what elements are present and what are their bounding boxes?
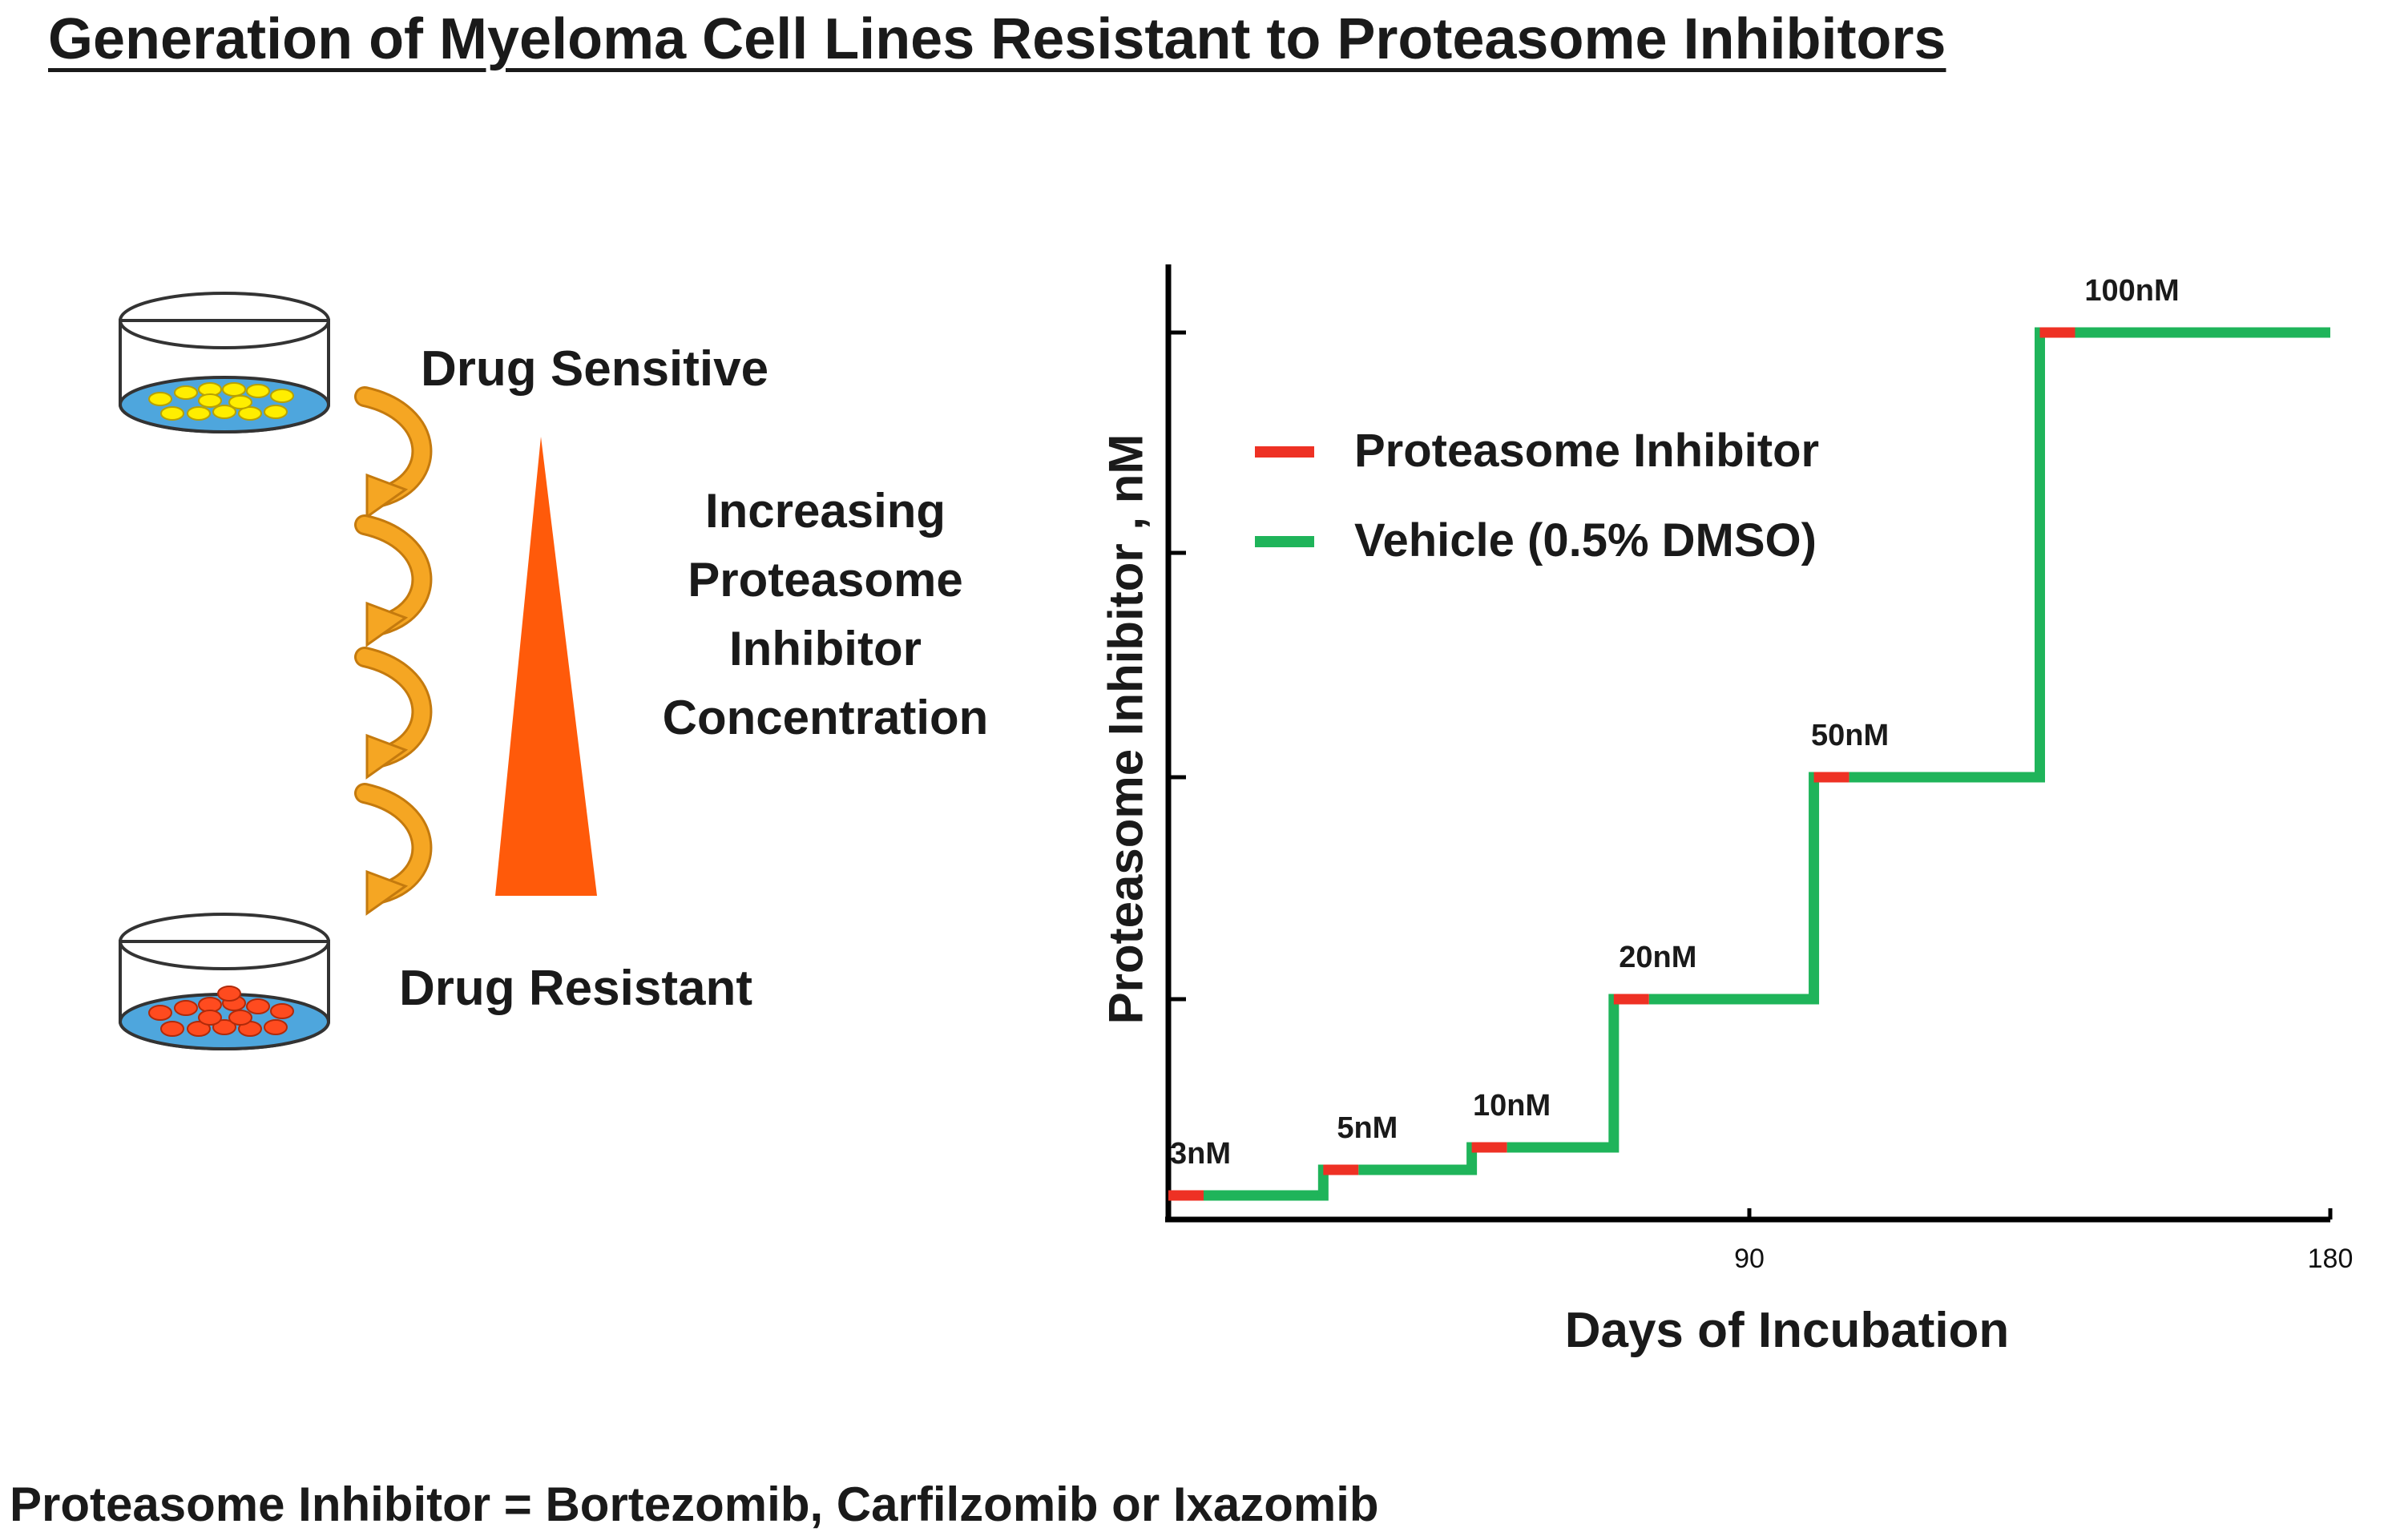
center-line-1: Increasing (704, 484, 946, 538)
x-tick-label: 180 (2308, 1244, 2354, 1274)
resistant-cell (264, 1019, 288, 1035)
drug-sensitive-label: Drug Sensitive (421, 341, 769, 397)
curved-arrow-icon (354, 514, 433, 647)
sensitive-cell (174, 385, 198, 400)
sensitive-cell (187, 406, 211, 421)
sensitive-cells (148, 382, 294, 421)
stage-label: 100nM (2084, 274, 2179, 308)
footnote: Proteasome Inhibitor = Bortezomib, Carfi… (10, 1478, 1379, 1531)
chart-series (1168, 327, 2330, 1201)
resistant-cell (148, 1005, 172, 1021)
sensitive-cell (246, 384, 270, 398)
petri-dish-resistant (119, 913, 330, 1050)
sensitive-cell (238, 406, 262, 421)
resistant-cell (246, 998, 270, 1014)
curved-arrows (354, 386, 433, 916)
chart-x-ticks: 90 180 (1734, 1208, 2353, 1274)
legend-label: Proteasome Inhibitor (1354, 425, 1819, 477)
chart-stage-labels: 3nM 5nM 10nM 20nM 50nM 100nM (1170, 274, 2180, 1171)
petri-dish-sensitive (119, 292, 330, 433)
stage-label: 3nM (1170, 1137, 1231, 1171)
y-axis-title: Proteasome Inhibitor , nM (1099, 433, 1153, 1025)
stage-label: 20nM (1619, 941, 1696, 974)
sensitive-cell (198, 393, 222, 408)
resistant-cell (174, 1000, 198, 1016)
increasing-concentration-triangle (495, 437, 597, 896)
chart-axes (1165, 264, 2330, 1223)
x-axis-title: Days of Incubation (1564, 1303, 2010, 1358)
sensitive-cell (270, 389, 294, 403)
drug-resistant-label: Drug Resistant (399, 961, 752, 1016)
resistant-cells (148, 986, 294, 1037)
resistant-cell (270, 1003, 294, 1019)
center-line-3: Inhibitor (729, 622, 922, 675)
x-tick-label: 90 (1734, 1244, 1765, 1274)
center-line-4: Concentration (662, 691, 989, 744)
curved-arrow-icon (354, 386, 433, 519)
sensitive-cell (222, 382, 246, 397)
stage-label: 5nM (1337, 1111, 1398, 1145)
sensitive-cell (148, 392, 172, 406)
stage-label: 10nM (1473, 1089, 1551, 1123)
resistant-cell (198, 1010, 222, 1026)
resistant-cell (212, 1019, 236, 1035)
figure-title: Generation of Myeloma Cell Lines Resista… (48, 7, 1946, 71)
sensitive-cell (228, 395, 252, 409)
sensitive-cell (160, 406, 184, 421)
left-panel-graphics (119, 292, 597, 1050)
resistant-cell (217, 986, 241, 1002)
curved-arrow-icon (354, 647, 433, 780)
resistant-cell (187, 1021, 211, 1037)
sensitive-cell (264, 405, 288, 419)
increasing-concentration-text: Increasing Proteasome Inhibitor Concentr… (609, 477, 1042, 752)
resistant-cell (160, 1021, 184, 1037)
stage-label: 50nM (1811, 719, 1889, 752)
sensitive-cell (212, 405, 236, 419)
center-line-2: Proteasome (688, 553, 963, 607)
legend-label: Vehicle (0.5% DMSO) (1354, 514, 1817, 566)
curved-arrow-icon (354, 783, 433, 916)
resistant-cell (228, 1010, 252, 1026)
